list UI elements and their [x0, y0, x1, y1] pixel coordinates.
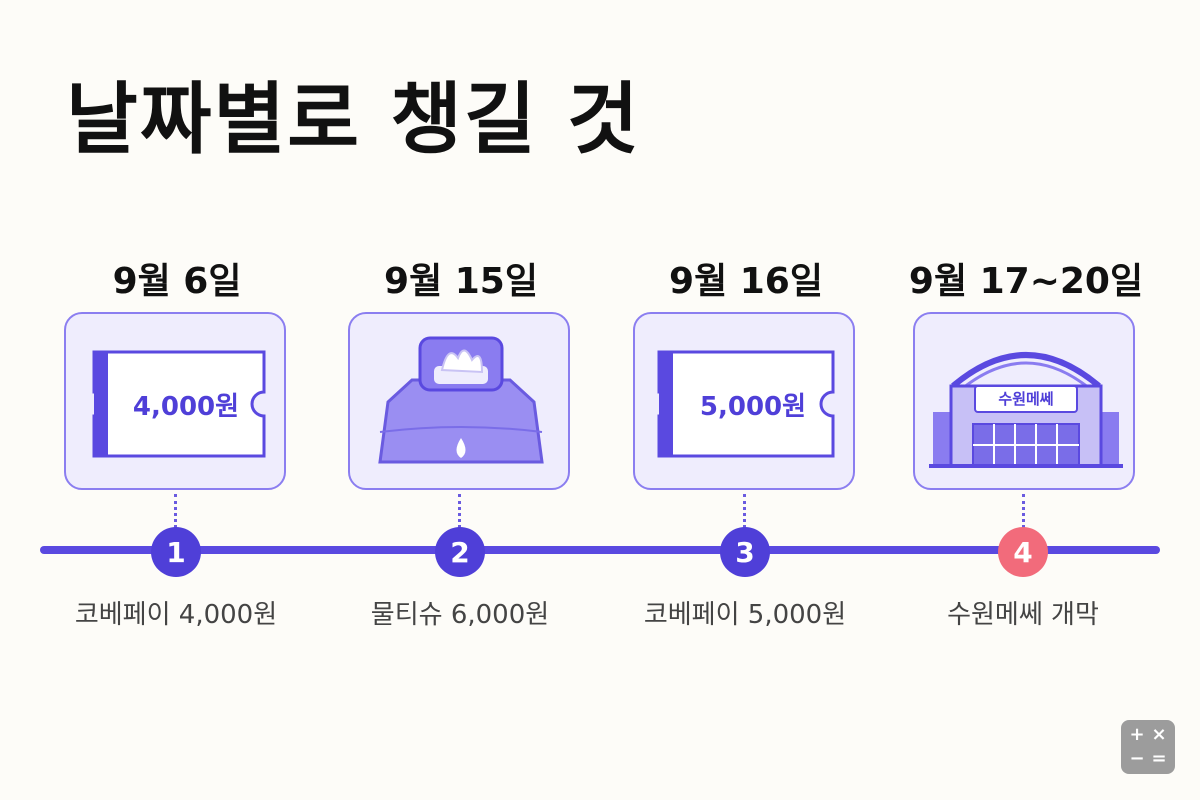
wet-tissue-icon	[378, 336, 544, 464]
step-marker-3: 3	[720, 527, 770, 577]
date-label-4: 9월 17~20일	[908, 261, 1144, 302]
connector-dots	[1022, 494, 1025, 534]
card-wet-tissue	[348, 312, 570, 490]
step-marker-1: 1	[151, 527, 201, 577]
plus-glyph: +	[1129, 724, 1145, 745]
venue-sign: 수원메쎄	[998, 390, 1054, 408]
step-marker-4: 4	[998, 527, 1048, 577]
card-venue: 수원메쎄	[913, 312, 1135, 490]
coupon-amount: 5,000원	[699, 392, 807, 422]
caption-2: 물티슈 6,000원	[370, 600, 550, 630]
date-label-1: 9월 6일	[112, 261, 242, 302]
date-label-2: 9월 15일	[384, 261, 538, 302]
ticket-icon	[657, 350, 835, 458]
step-marker-2: 2	[435, 527, 485, 577]
calculator-icon[interactable]: + × − =	[1121, 720, 1175, 774]
connector-dots	[174, 494, 177, 534]
date-label-3: 9월 16일	[669, 261, 823, 302]
building-icon	[929, 352, 1123, 468]
page-title: 날짜별로 챙길 것	[66, 75, 641, 165]
ticket-icon	[92, 350, 266, 458]
caption-4: 수원메쎄 개막	[947, 600, 1099, 630]
timeline-line	[40, 546, 1160, 554]
equals-glyph: =	[1151, 748, 1167, 769]
coupon-amount: 4,000원	[132, 392, 240, 422]
connector-dots	[743, 494, 746, 534]
card-coupon-4000: 4,000원	[64, 312, 286, 490]
card-coupon-5000: 5,000원	[633, 312, 855, 490]
connector-dots	[458, 494, 461, 534]
times-glyph: ×	[1151, 724, 1167, 745]
minus-glyph: −	[1129, 748, 1145, 769]
caption-3: 코베페이 5,000원	[643, 600, 847, 630]
caption-1: 코베페이 4,000원	[74, 600, 278, 630]
